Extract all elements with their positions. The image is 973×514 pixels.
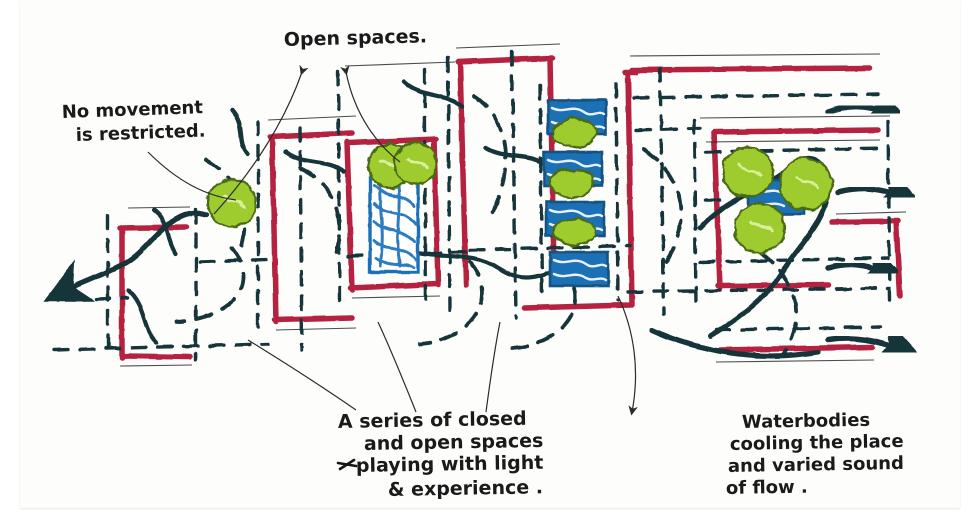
annotation-no-movement-line-1: No movement (61, 97, 203, 123)
movement-squiggle-e (125, 287, 159, 345)
annotation-texts: Open spaces. No movement is restricted. … (61, 25, 904, 501)
annotation-series-line-4: & experience . (388, 476, 543, 501)
waterbody-pool-court (368, 176, 420, 274)
movement-arrow-right-lower (825, 239, 907, 286)
tree-right-c (733, 201, 787, 255)
movement-curve-low-right (649, 327, 821, 359)
annotation-series-line-3: playing with light (356, 452, 544, 477)
movement-squiggle-f (151, 207, 179, 257)
tree-right-a (721, 145, 775, 199)
leader-no-movement (147, 151, 237, 201)
annotation-waterbodies-line-4: of flow . (726, 477, 808, 499)
leader-series-2 (377, 321, 417, 413)
annotation-series-line-2: and open spaces (364, 430, 544, 455)
annotation-open-spaces: Open spaces. (284, 25, 428, 51)
annotation-no-movement-line-2: is restricted. (75, 120, 205, 146)
movement-squiggle-a (229, 107, 251, 157)
thin-setback-lines (119, 43, 907, 367)
leader-open-spaces-left (213, 64, 309, 215)
annotation-leader-lines (147, 64, 638, 416)
movement-arrow-bottom-right (825, 316, 923, 364)
movement-squiggle-b (283, 149, 347, 175)
movement-squiggle-d (483, 145, 551, 169)
leader-series-3 (485, 321, 501, 413)
tree-stack-b (548, 167, 596, 199)
tree-stack-c (551, 217, 597, 247)
building-block-6 (629, 65, 873, 73)
leader-open-spaces-right (340, 65, 401, 163)
movement-arrow-right-mid (835, 164, 923, 211)
dashed-vertical-set (106, 50, 892, 362)
water-band-4 (548, 250, 610, 288)
tree-right-b (778, 156, 834, 212)
annotation-waterbodies-line-3: and varied sound (728, 453, 904, 477)
circulation-dashed-lines (52, 50, 892, 362)
leader-waterbodies (617, 295, 638, 416)
tree-court-b (393, 141, 439, 187)
building-block-3 (344, 136, 441, 293)
annotation-series-bullet-mark (336, 458, 358, 471)
annotation-waterbodies-line-1: Waterbodies (742, 410, 871, 433)
annotation-series-of-spaces: A series of closed and open spaces playi… (336, 408, 544, 501)
tree-stack-a (551, 117, 599, 149)
tree-left (206, 177, 258, 229)
leader-series-1 (247, 339, 357, 411)
building-block-1 (117, 224, 193, 361)
building-walls-red (117, 55, 903, 361)
annotation-waterbodies: Waterbodies cooling the place and varied… (726, 410, 904, 499)
annotation-no-movement: No movement is restricted. (61, 97, 205, 146)
annotation-series-line-1: A series of closed (338, 408, 527, 433)
movement-squiggle-c (401, 79, 465, 109)
movement-arrow-left-exit (43, 210, 209, 302)
movement-arrow-right-upper (825, 81, 909, 129)
annotation-waterbodies-line-2: cooling the place (730, 431, 904, 455)
